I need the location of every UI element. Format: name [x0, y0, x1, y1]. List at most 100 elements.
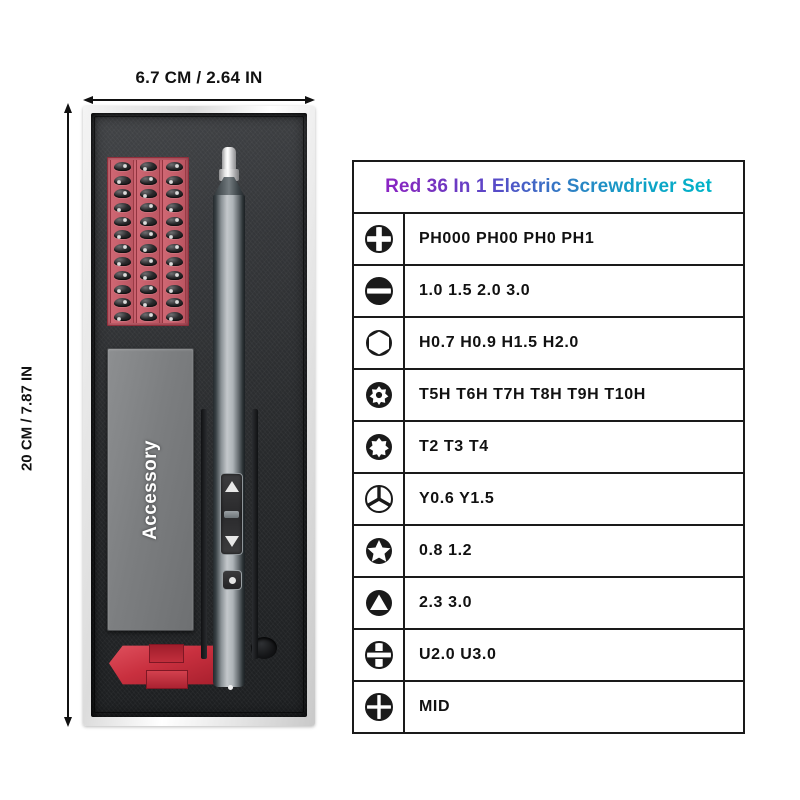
spec-icon-cell	[354, 474, 405, 524]
spec-icon-cell	[354, 526, 405, 576]
led-indicator	[228, 685, 233, 690]
power-button-dot-icon	[228, 576, 236, 584]
triangle-bit-icon	[365, 590, 392, 616]
bit	[139, 189, 157, 199]
extension-adapter-notch-top	[149, 644, 184, 663]
bit	[139, 257, 157, 267]
bit	[113, 162, 131, 171]
product-box: Accessory	[83, 106, 315, 726]
accessory-compartment-label: Accessory	[139, 439, 161, 540]
spec-icon-cell	[354, 578, 405, 628]
screwdriver-chuck-tip	[222, 147, 236, 173]
bit	[165, 162, 183, 171]
accessory-compartment: Accessory	[107, 348, 194, 631]
bit	[139, 284, 157, 294]
reverse-arrow-icon	[224, 536, 239, 547]
pentalobe-bit-icon	[365, 538, 392, 564]
spec-value: 2.3 3.0	[419, 594, 473, 611]
spec-table-title-row: Red 36 In 1 Electric Screwdriver Set	[354, 162, 743, 214]
height-dimension-label: 20 CM / 7.87 IN	[18, 365, 36, 472]
table-row: PH000 PH00 PH0 PH1	[354, 214, 743, 266]
bit	[139, 216, 157, 226]
bit	[139, 202, 157, 212]
direction-rocker-switch	[220, 473, 243, 555]
spec-icon-cell	[354, 318, 405, 368]
bit-column	[162, 160, 186, 323]
bit	[165, 175, 183, 185]
bit	[113, 257, 131, 267]
table-row: 0.8 1.2	[354, 526, 743, 578]
spec-value: H0.7 H0.9 H1.5 H2.0	[419, 334, 579, 351]
table-row: U2.0 U3.0	[354, 630, 743, 682]
bit	[139, 243, 157, 253]
bit	[165, 284, 183, 294]
spec-icon-cell	[354, 422, 405, 472]
bit-tray	[107, 157, 189, 326]
bit	[113, 243, 131, 253]
screwdriver-shoulder	[213, 177, 245, 197]
extension-adapter-notch-bottom	[146, 670, 188, 689]
bit	[113, 284, 131, 294]
power-button	[222, 570, 242, 590]
bit	[139, 175, 157, 185]
torx-bit-icon	[365, 434, 392, 460]
forward-arrow-icon	[224, 481, 239, 492]
bit	[113, 202, 131, 212]
spec-icon-cell	[354, 370, 405, 420]
bit-column	[110, 160, 134, 323]
bit	[113, 271, 131, 280]
hex-bit-icon	[365, 330, 392, 356]
spec-value: PH000 PH00 PH0 PH1	[419, 230, 595, 247]
spanner-bit-icon	[364, 641, 393, 669]
tri-wing-bit-icon	[364, 485, 393, 513]
spec-icon-cell	[354, 266, 405, 316]
spec-table-title: Red 36 In 1 Electric Screwdriver Set	[385, 176, 712, 197]
bit	[165, 216, 183, 226]
bit	[113, 175, 131, 185]
spec-value: Y0.6 Y1.5	[419, 490, 495, 507]
bit	[113, 189, 131, 199]
screwdriver-body	[213, 195, 245, 690]
bit	[165, 271, 183, 280]
bit	[113, 216, 131, 226]
table-row: Y0.6 Y1.5	[354, 474, 743, 526]
slotted-bit-icon	[364, 277, 393, 305]
spec-icon-cell	[354, 682, 405, 732]
bit	[165, 257, 183, 267]
specification-table: Red 36 In 1 Electric Screwdriver Set PH0…	[352, 160, 745, 734]
foam-slot-right	[252, 409, 258, 659]
bit	[139, 230, 157, 240]
table-row: 1.0 1.5 2.0 3.0	[354, 266, 743, 318]
table-row: 2.3 3.0	[354, 578, 743, 630]
width-dimension-label: 6.7 CM / 2.64 IN	[135, 68, 263, 87]
spec-value: T2 T3 T4	[419, 438, 489, 455]
spec-value: 1.0 1.5 2.0 3.0	[419, 282, 531, 299]
bit	[165, 189, 183, 199]
height-dimension-arrow-icon	[64, 103, 72, 727]
spec-value: T5H T6H T7H T8H T9H T10H	[419, 386, 646, 403]
phillips-bit-icon	[364, 225, 393, 253]
bit	[139, 311, 157, 321]
bit	[139, 298, 157, 308]
bit	[113, 311, 131, 321]
spec-value: U2.0 U3.0	[419, 646, 497, 663]
bit	[165, 230, 183, 240]
bit	[113, 298, 131, 308]
bit	[165, 311, 183, 321]
table-row: MID	[354, 682, 743, 732]
width-dimension-arrow-icon	[83, 96, 315, 104]
spec-value: MID	[419, 698, 451, 715]
table-row: H0.7 H0.9 H1.5 H2.0	[354, 318, 743, 370]
spec-icon-cell	[354, 630, 405, 680]
mid-bit-icon	[364, 693, 393, 721]
bit	[165, 298, 183, 308]
bit	[113, 230, 131, 240]
rocker-divider	[224, 511, 239, 518]
bit	[139, 162, 157, 171]
bit	[165, 243, 183, 253]
box-foam-interior: Accessory	[91, 113, 307, 717]
electric-screwdriver	[201, 147, 258, 690]
table-row: T2 T3 T4	[354, 422, 743, 474]
table-row: T5H T6H T7H T8H T9H T10H	[354, 370, 743, 422]
